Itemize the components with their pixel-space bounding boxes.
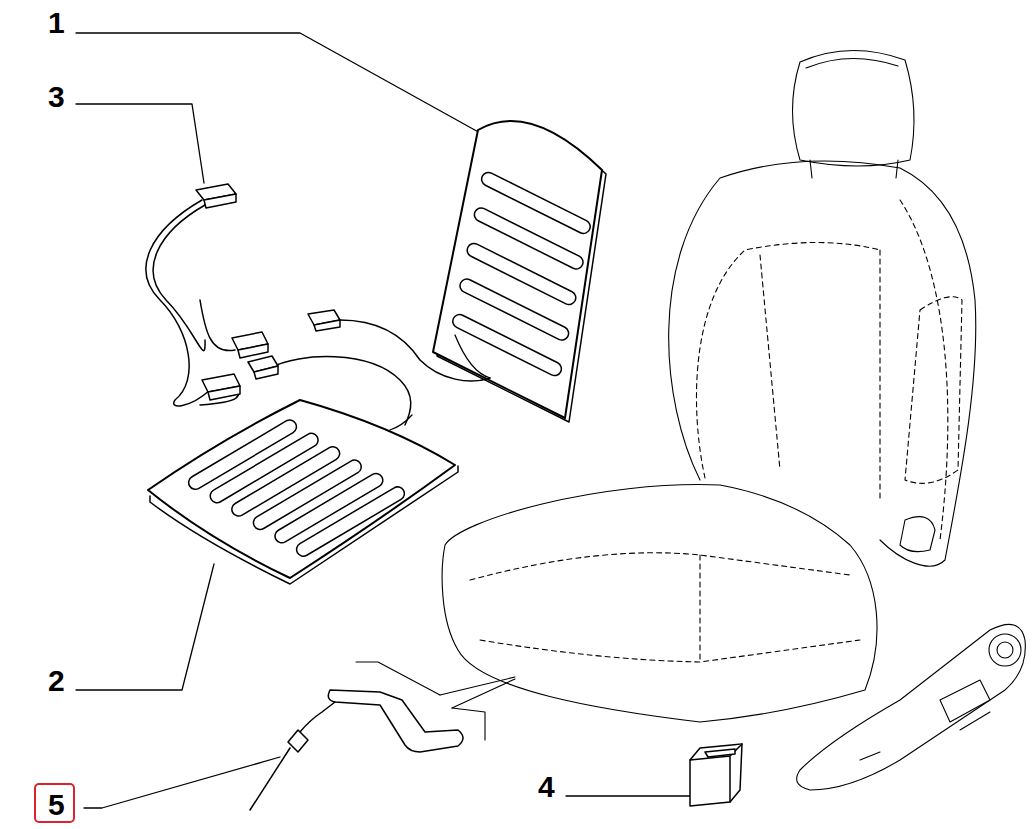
callout-number: 1: [48, 8, 65, 38]
wiring-harness: [146, 200, 490, 425]
heater-slot-inner: [303, 494, 397, 550]
callout-number: 2: [48, 666, 65, 696]
cushion-heater-pad: [148, 400, 458, 584]
highlighted-callout: 5: [34, 783, 75, 823]
callout-number: 4: [538, 772, 555, 802]
callout-number: 5: [48, 790, 61, 820]
seat: [442, 50, 976, 722]
heater-switch: [690, 744, 742, 806]
harness-connectors: [196, 184, 340, 400]
backrest-heater-pad: [433, 121, 606, 422]
callout-number: 3: [48, 82, 65, 112]
leader-lines: [76, 33, 690, 808]
heater-slot-inner: [488, 179, 583, 227]
seat-side-trim: [797, 624, 1026, 790]
occupancy-sensor: [250, 662, 515, 810]
